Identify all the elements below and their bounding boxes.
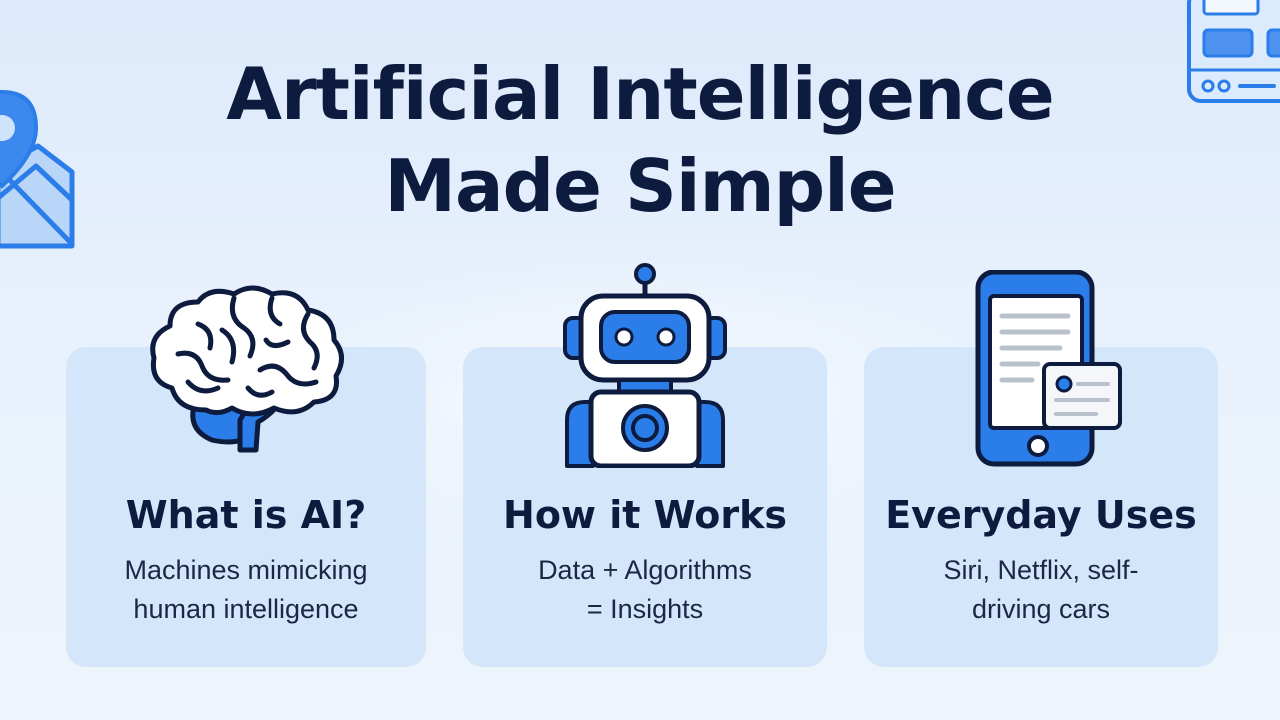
card-body: Siri, Netflix, self- driving cars [864, 551, 1218, 629]
card-heading: Everyday Uses [885, 493, 1197, 537]
card-heading: How it Works [503, 493, 787, 537]
card-how-it-works: How it Works Data + Algorithms = Insight… [463, 347, 827, 667]
card-body-line: Machines mimicking [124, 555, 368, 585]
card-body-line: Siri, Netflix, self- [943, 555, 1139, 585]
smartphone-icon [975, 270, 1122, 467]
page-title: Artificial Intelligence Made Simple [0, 48, 1280, 232]
card-heading: What is AI? [125, 493, 367, 537]
card-body-line: Data + Algorithms [538, 555, 752, 585]
title-line-2: Made Simple [384, 144, 896, 228]
device-interface-icon [1187, 0, 1280, 103]
brain-icon [150, 285, 344, 453]
location-mail-icon [0, 89, 75, 249]
robot-icon [563, 263, 727, 468]
card-body-line: = Insights [586, 594, 704, 624]
title-line-1: Artificial Intelligence [226, 52, 1055, 136]
card-body-line: human intelligence [133, 594, 359, 624]
card-body: Machines mimicking human intelligence [66, 551, 426, 629]
card-body: Data + Algorithms = Insights [463, 551, 827, 629]
card-body-line: driving cars [971, 594, 1111, 624]
